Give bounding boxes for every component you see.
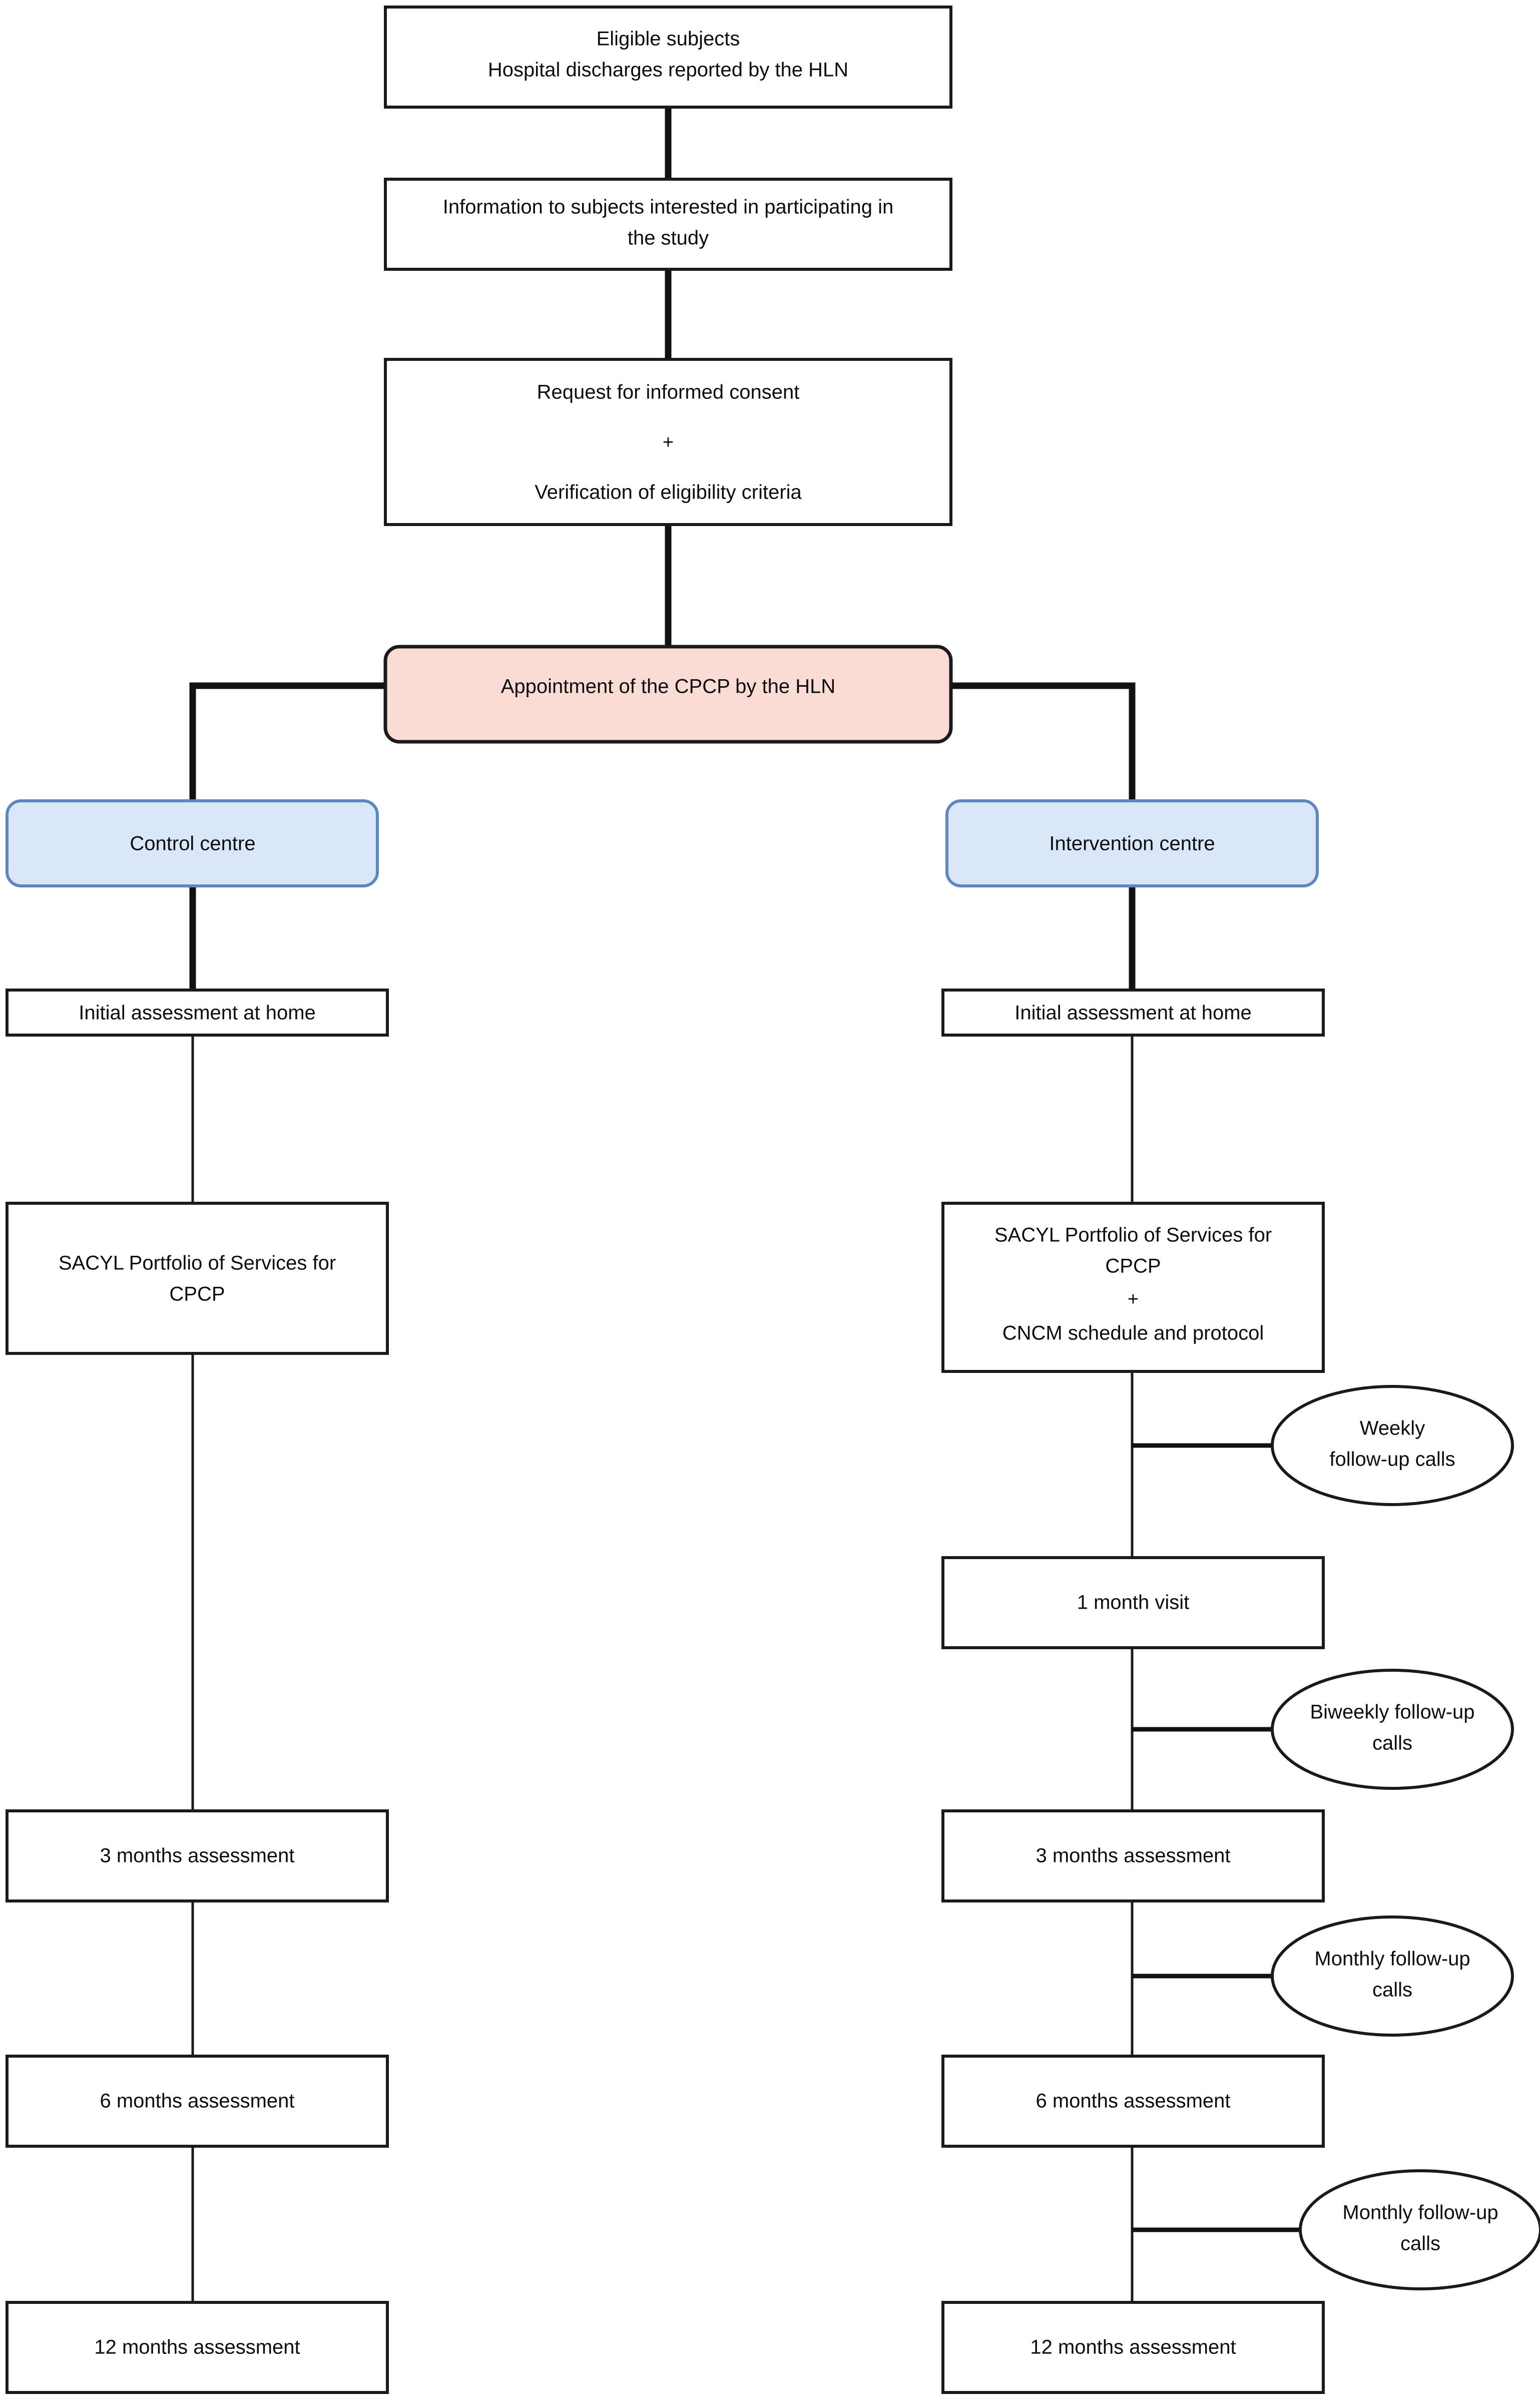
node-weekly-calls-line1: Weekly	[1360, 1417, 1425, 1439]
node-intervention-portfolio-plus: +	[1128, 1289, 1139, 1310]
node-control-initial-assessment[interactable]: Initial assessment at home	[6, 989, 389, 1037]
node-consent-line1: Request for informed consent	[537, 381, 800, 403]
node-monthly-calls-1-ellipse	[1271, 1915, 1514, 2037]
node-intervention-centre-label: Intervention centre	[1049, 833, 1215, 855]
node-information-line2: the study	[628, 227, 709, 249]
node-intervention-portfolio-box	[941, 1202, 1325, 1373]
node-intervention-12months[interactable]: 12 months assessment	[941, 2301, 1325, 2394]
node-one-month-visit-box	[941, 1556, 1325, 1649]
node-appointment-box	[383, 645, 953, 744]
node-weekly-calls-line2: follow-up calls	[1329, 1449, 1455, 1471]
node-intervention-initial-assessment-box	[941, 989, 1325, 1037]
node-eligible-subjects-line1: Eligible subjects	[597, 28, 740, 50]
node-biweekly-calls-ellipse	[1271, 1669, 1514, 1790]
node-control-12months-box	[6, 2301, 389, 2394]
node-monthly-calls-2-line1: Monthly follow-up	[1342, 2202, 1498, 2224]
node-control-3months-box	[6, 1809, 389, 1902]
node-monthly-calls-1[interactable]: Monthly follow-up calls	[1271, 1915, 1514, 2037]
node-monthly-calls-1-line2: calls	[1372, 1979, 1412, 2001]
node-intervention-centre[interactable]: Intervention centre	[945, 799, 1319, 887]
node-information[interactable]: Information to subjects interested in pa…	[384, 178, 952, 271]
node-intervention-initial-assessment[interactable]: Initial assessment at home	[941, 989, 1325, 1037]
node-control-initial-assessment-label: Initial assessment at home	[79, 1002, 316, 1024]
node-control-12months[interactable]: 12 months assessment	[6, 2301, 389, 2394]
node-monthly-calls-1-line1: Monthly follow-up	[1314, 1948, 1470, 1970]
node-control-centre-box	[6, 799, 379, 887]
node-one-month-visit-label: 1 month visit	[1077, 1592, 1190, 1614]
node-control-12months-label: 12 months assessment	[94, 2336, 300, 2358]
node-control-portfolio-line1: SACYL Portfolio of Services for	[59, 1252, 336, 1274]
node-weekly-calls-ellipse	[1271, 1385, 1514, 1506]
node-biweekly-calls[interactable]: Biweekly follow-up calls	[1271, 1669, 1514, 1790]
node-eligible-subjects-line2: Hospital discharges reported by the HLN	[488, 59, 848, 81]
node-appointment-label: Appointment of the CPCP by the HLN	[501, 676, 836, 698]
node-eligible-subjects[interactable]: Eligible subjects Hospital discharges re…	[384, 6, 952, 109]
node-consent-line3: Verification of eligibility criteria	[535, 482, 802, 504]
node-information-line1: Information to subjects interested in pa…	[443, 196, 894, 218]
node-intervention-6months[interactable]: 6 months assessment	[941, 2055, 1325, 2148]
node-intervention-6months-box	[941, 2055, 1325, 2148]
node-information-box	[384, 178, 952, 271]
node-biweekly-calls-line2: calls	[1372, 1732, 1412, 1754]
node-control-centre-label: Control centre	[130, 833, 255, 855]
node-appointment[interactable]: Appointment of the CPCP by the HLN	[383, 645, 953, 744]
node-intervention-3months-box	[941, 1809, 1325, 1902]
node-control-6months[interactable]: 6 months assessment	[6, 2055, 389, 2148]
node-control-6months-box	[6, 2055, 389, 2148]
edge-appointment-to-intervention-centre	[951, 682, 1136, 801]
node-consent-box	[384, 358, 952, 526]
node-intervention-portfolio-line4: CNCM schedule and protocol	[1002, 1322, 1264, 1344]
node-intervention-3months[interactable]: 3 months assessment	[941, 1809, 1325, 1902]
node-control-portfolio-box	[6, 1202, 389, 1355]
node-intervention-12months-label: 12 months assessment	[1030, 2336, 1236, 2358]
node-intervention-initial-assessment-label: Initial assessment at home	[1014, 1002, 1252, 1024]
node-monthly-calls-2[interactable]: Monthly follow-up calls	[1299, 2169, 1540, 2290]
node-consent-plus: +	[663, 432, 674, 453]
node-control-3months[interactable]: 3 months assessment	[6, 1809, 389, 1902]
node-one-month-visit[interactable]: 1 month visit	[941, 1556, 1325, 1649]
node-intervention-portfolio[interactable]: SACYL Portfolio of Services for CPCP + C…	[941, 1202, 1325, 1373]
node-control-portfolio[interactable]: SACYL Portfolio of Services for CPCP	[6, 1202, 389, 1355]
node-eligible-subjects-box	[384, 6, 952, 109]
node-control-portfolio-line2: CPCP	[169, 1283, 225, 1305]
node-monthly-calls-2-ellipse	[1299, 2169, 1540, 2290]
node-control-3months-label: 3 months assessment	[100, 1845, 294, 1867]
node-intervention-portfolio-line2: CPCP	[1105, 1255, 1161, 1277]
node-monthly-calls-2-line2: calls	[1400, 2233, 1440, 2255]
node-consent[interactable]: Request for informed consent + Verificat…	[384, 358, 952, 526]
node-weekly-calls[interactable]: Weekly follow-up calls	[1271, 1385, 1514, 1506]
node-intervention-portfolio-line1: SACYL Portfolio of Services for	[994, 1224, 1272, 1246]
connector-layer	[189, 107, 1301, 2302]
node-control-initial-assessment-box	[6, 989, 389, 1037]
node-biweekly-calls-line1: Biweekly follow-up	[1310, 1701, 1474, 1723]
node-intervention-6months-label: 6 months assessment	[1036, 2090, 1230, 2112]
node-intervention-centre-box	[945, 799, 1319, 887]
node-intervention-3months-label: 3 months assessment	[1036, 1845, 1230, 1867]
edge-appointment-to-control-centre	[189, 682, 385, 801]
node-intervention-12months-box	[941, 2301, 1325, 2394]
node-control-6months-label: 6 months assessment	[100, 2090, 294, 2112]
node-control-centre[interactable]: Control centre	[6, 799, 379, 887]
